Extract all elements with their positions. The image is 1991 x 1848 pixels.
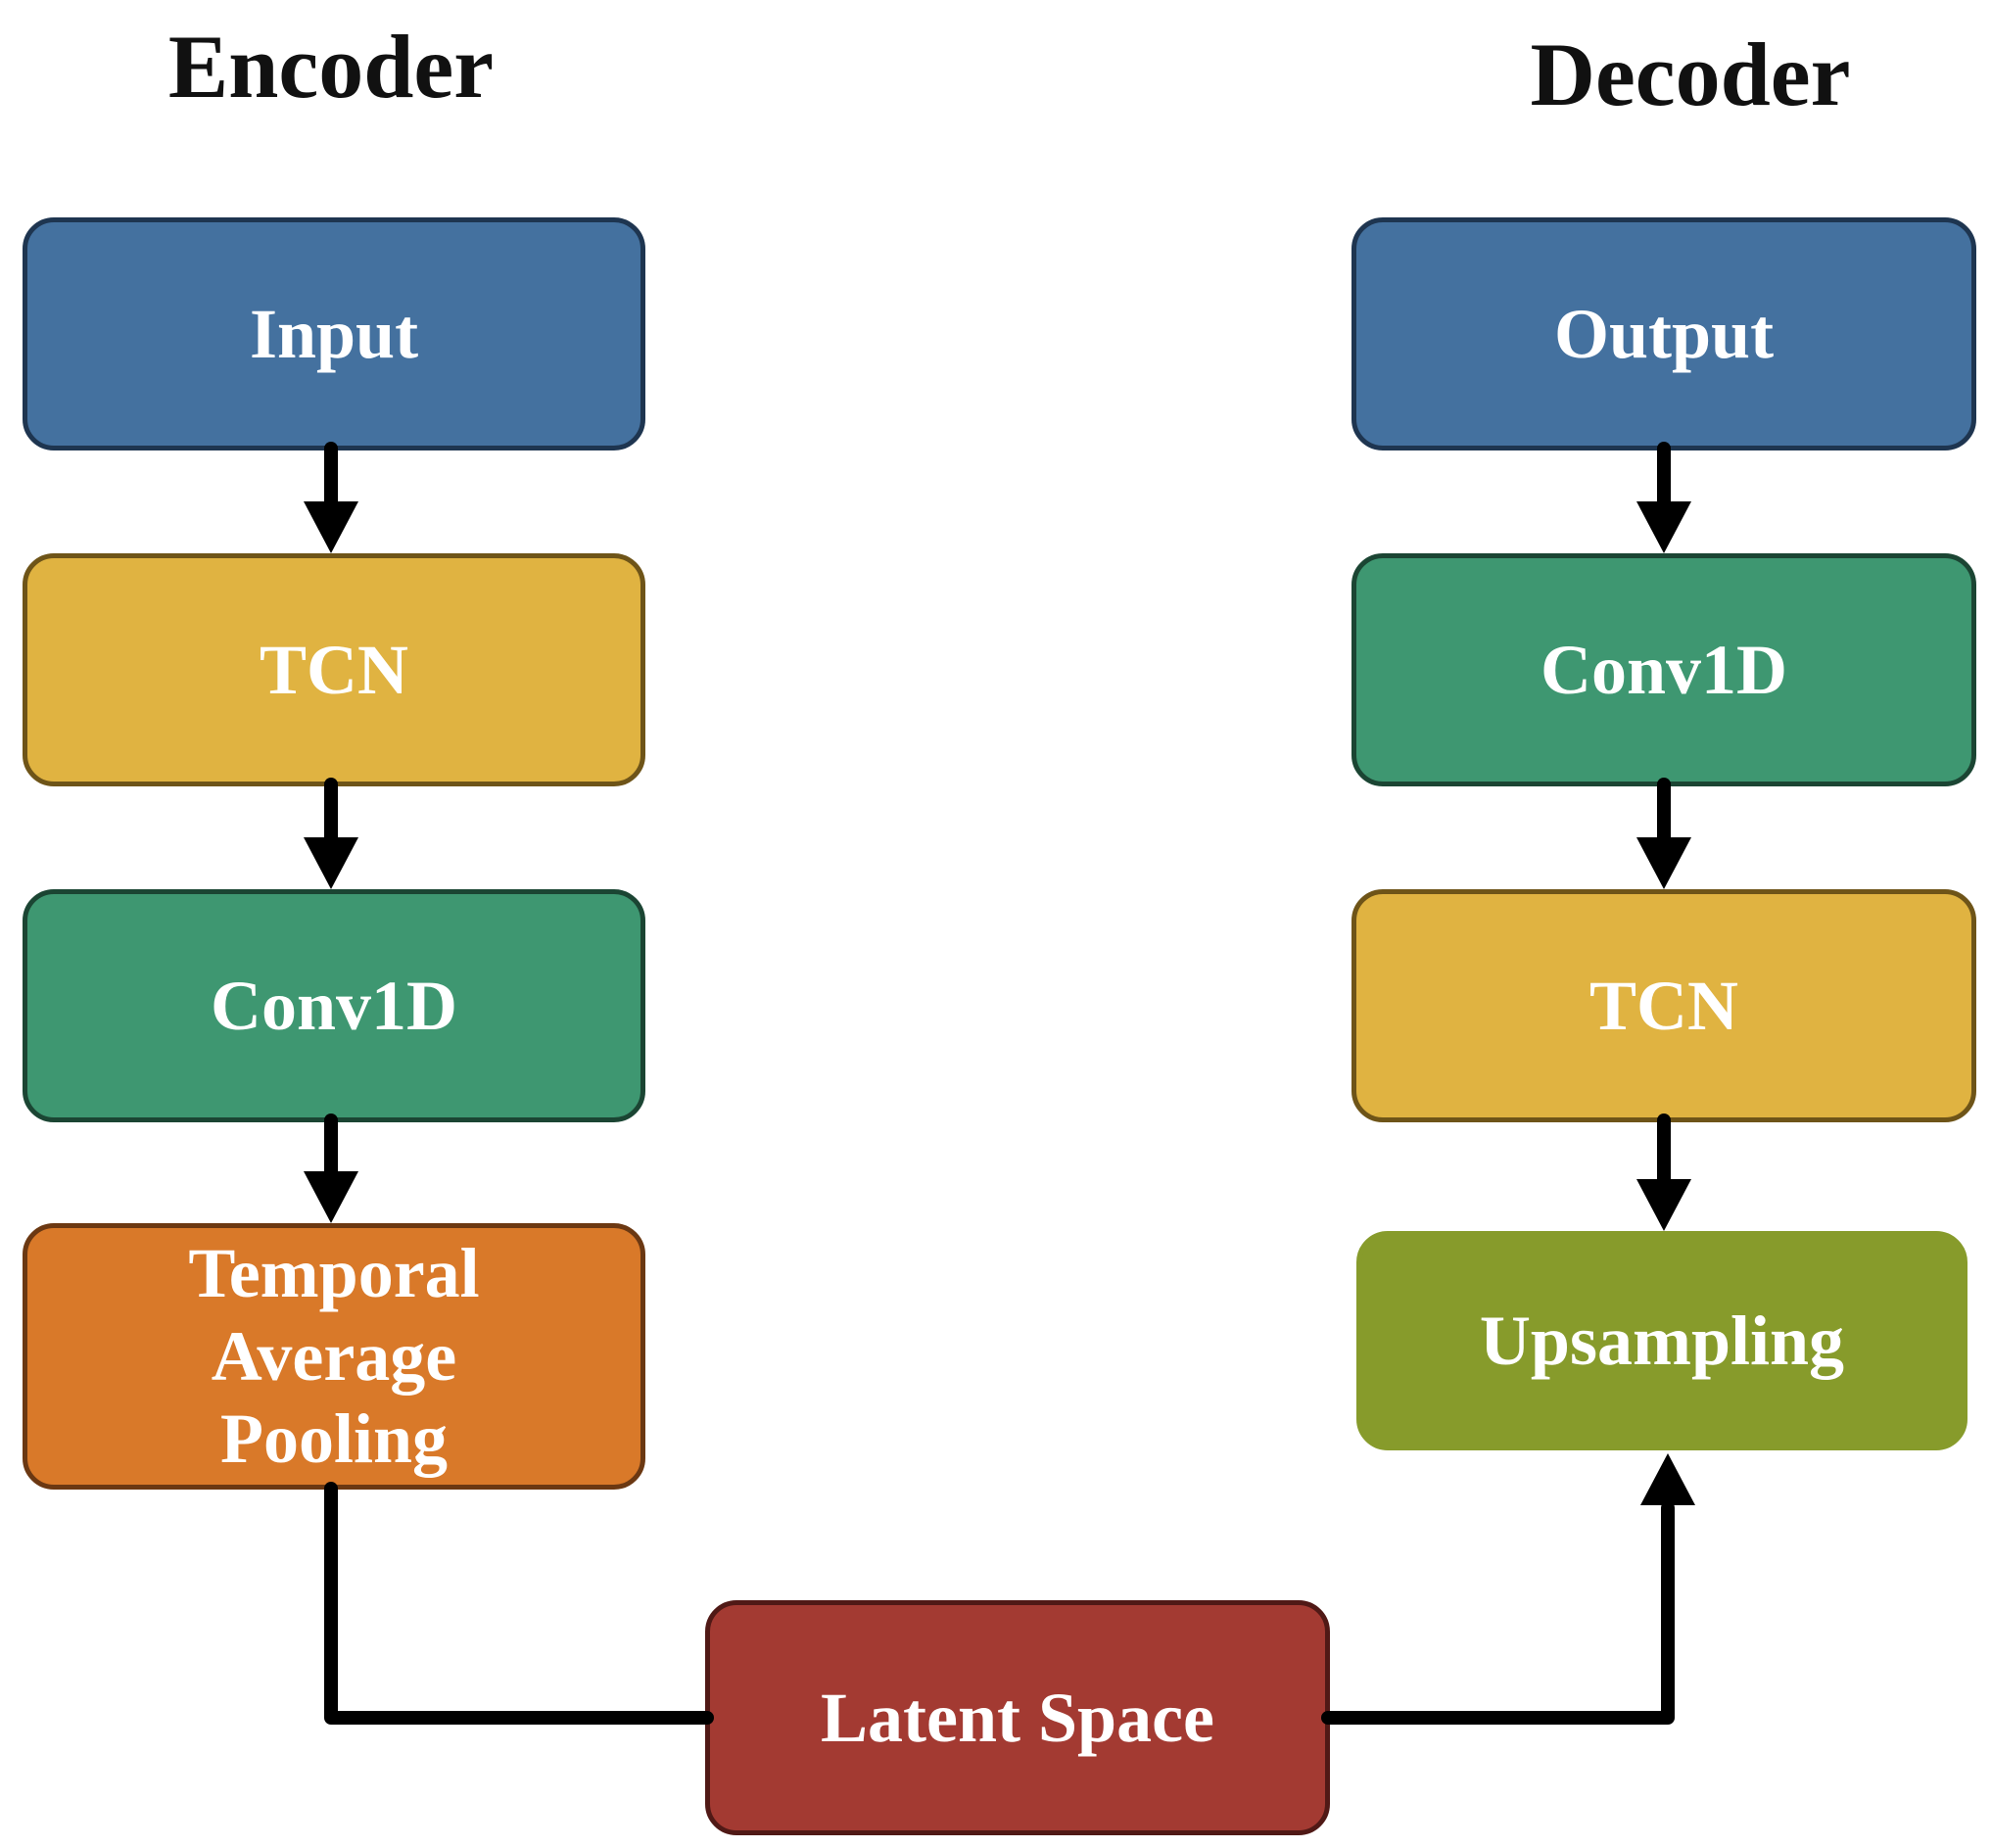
encoder-tcn-block: TCN	[23, 553, 645, 786]
arrowhead-encoder-1	[304, 501, 358, 553]
decoder-output-label: Output	[1553, 294, 1775, 373]
pooling-line-3: Pooling	[219, 1399, 448, 1479]
decoder-upsampling-block: Upsampling	[1356, 1231, 1967, 1450]
encoder-pooling-block: Temporal Average Pooling	[23, 1223, 645, 1490]
latent-space-label: Latent Space	[821, 1678, 1214, 1757]
decoder-upsampling-label: Upsampling	[1479, 1301, 1845, 1380]
decoder-output-block: Output	[1351, 217, 1976, 450]
encoder-input-block: Input	[23, 217, 645, 450]
encoder-conv1d-block: Conv1D	[23, 889, 645, 1122]
decoder-tcn-label: TCN	[1588, 966, 1738, 1045]
decoder-conv1d-label: Conv1D	[1540, 630, 1788, 709]
decoder-conv1d-block: Conv1D	[1351, 553, 1976, 786]
pooling-line-1: Temporal	[188, 1233, 480, 1312]
connector-pooling-to-latent	[324, 1482, 714, 1725]
encoder-tcn-label: TCN	[259, 630, 408, 709]
decoder-title: Decoder	[1530, 24, 1851, 124]
pooling-line-2: Average	[211, 1316, 457, 1396]
encoder-title: Encoder	[167, 17, 495, 117]
arrowhead-to-upsampling	[1640, 1453, 1695, 1505]
arrowhead-encoder-3	[304, 1171, 358, 1223]
encoder-conv1d-label: Conv1D	[210, 966, 458, 1045]
latent-space-block: Latent Space	[705, 1600, 1330, 1835]
arrowhead-decoder-3	[1636, 1179, 1691, 1231]
arrowhead-encoder-2	[304, 837, 358, 889]
encoder-pooling-label: Temporal Average Pooling	[188, 1232, 479, 1482]
arrowhead-decoder-2	[1636, 837, 1691, 889]
decoder-tcn-block: TCN	[1351, 889, 1976, 1122]
arrowhead-decoder-1	[1636, 501, 1691, 553]
connector-latent-to-upsampling	[1321, 1501, 1675, 1725]
encoder-input-label: Input	[249, 294, 419, 373]
